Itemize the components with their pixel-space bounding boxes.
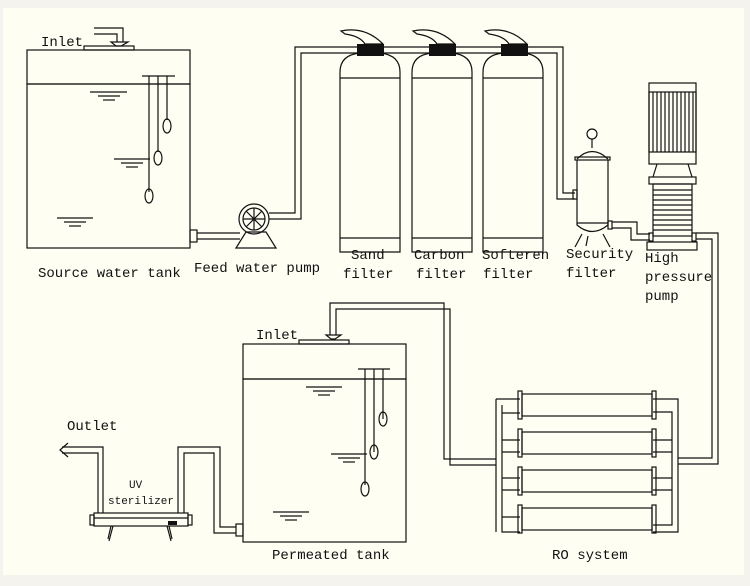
float-level-switch	[142, 75, 175, 204]
diagram-frame	[3, 8, 744, 575]
sand-filter-label-2: filter	[343, 267, 393, 283]
source-water-tank	[26, 27, 198, 249]
pipe-pump-to-filters-outer	[269, 46, 575, 214]
pipe-ro-to-permeated-tank	[329, 302, 496, 466]
sand-filter	[339, 29, 401, 253]
pipe-tank-to-uv	[177, 446, 236, 534]
permeated-tank-outlet-nozzle	[235, 523, 244, 537]
permeated-tank	[235, 334, 407, 543]
outlet-arrow-icon	[59, 442, 69, 458]
carbon-filter-label-2: filter	[416, 267, 466, 283]
ro-membrane	[517, 504, 657, 534]
carbon-filter-label-1: Carbon	[414, 248, 464, 264]
water-level-mark	[57, 217, 93, 227]
water-level-mark	[114, 158, 150, 168]
hp-pump-label-1: High	[645, 251, 679, 267]
security-filter-label-2: filter	[566, 266, 616, 282]
hp-pump-label-3: pump	[645, 289, 679, 305]
source-tank-label: Source water tank	[38, 266, 181, 282]
outlet-label: Outlet	[67, 419, 117, 435]
water-level-mark	[273, 511, 309, 521]
high-pressure-pump	[646, 82, 698, 251]
pipe-tank-to-pump	[197, 232, 240, 240]
ro-membrane	[517, 390, 657, 420]
water-level-mark	[90, 91, 127, 101]
uv-sterilizer	[89, 512, 193, 542]
softener-filter	[482, 29, 544, 253]
ro-system	[495, 390, 679, 534]
source-tank-inlet	[83, 27, 135, 51]
tank-outlet-nozzle	[189, 229, 198, 243]
source-tank-inlet-label: Inlet	[41, 35, 83, 51]
float-level-switch	[358, 368, 390, 497]
permeated-tank-inlet-label: Inlet	[256, 328, 298, 344]
feed-pump-label: Feed water pump	[194, 261, 320, 277]
softener-filter-label-2: filter	[483, 267, 533, 283]
permeated-tank-label: Permeated tank	[272, 548, 390, 564]
pressure-gauge-icon	[586, 128, 598, 140]
carbon-filter	[411, 29, 473, 253]
ro-membrane	[517, 466, 657, 496]
hp-pump-label-2: pressure	[645, 270, 712, 286]
uv-label-1: UV	[129, 480, 143, 492]
security-filter	[572, 128, 613, 248]
ro-membrane	[517, 428, 657, 458]
water-level-mark	[331, 453, 367, 463]
sand-filter-label-1: Sand	[351, 248, 385, 264]
softener-filter-label-1: Softeren	[482, 248, 549, 264]
security-filter-label-1: Security	[566, 247, 633, 263]
permeated-tank-inlet	[298, 334, 350, 345]
pipe-hp-pump-to-ro	[678, 232, 719, 465]
feed-water-pump	[234, 203, 278, 249]
water-level-mark	[306, 386, 342, 396]
uv-label-2: sterilizer	[108, 496, 174, 508]
pipe-security-to-hp-pump	[612, 221, 650, 241]
ro-system-label: RO system	[552, 548, 628, 564]
pipe-uv-to-outlet	[62, 446, 104, 513]
